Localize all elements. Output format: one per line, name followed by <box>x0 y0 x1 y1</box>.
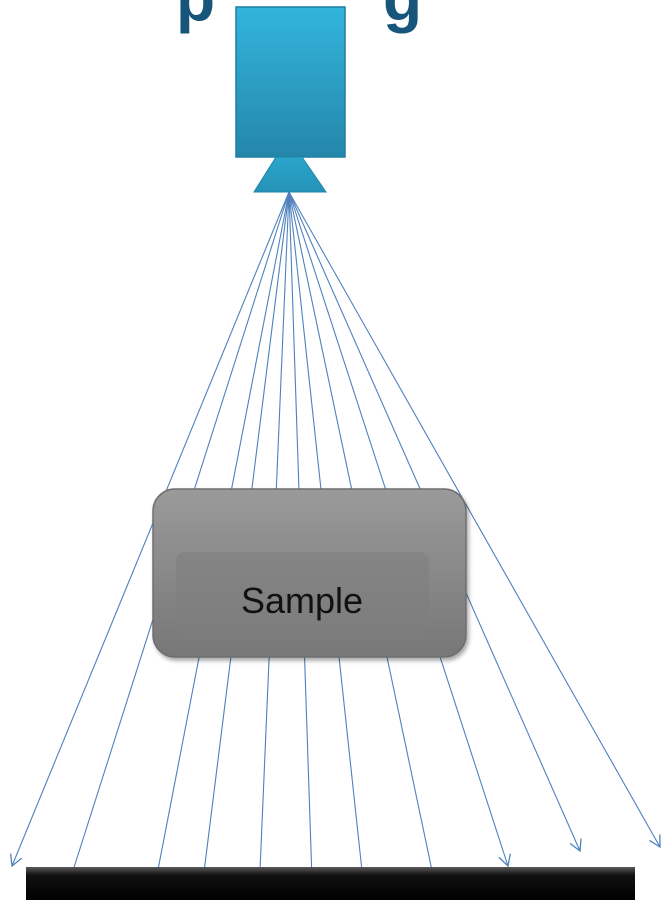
x-ray-source-icon <box>235 6 346 193</box>
title-fragment-right: g <box>383 0 422 34</box>
sample-inner <box>176 552 429 636</box>
sample-label: Sample <box>241 580 363 621</box>
x-ray-1 <box>9 191 290 868</box>
source-cone <box>253 156 327 193</box>
title-fragment-left: p <box>176 0 215 34</box>
source-body <box>235 6 346 158</box>
sample-block <box>152 488 467 658</box>
x-ray-11 <box>288 191 661 849</box>
detector-bar-icon <box>26 867 635 900</box>
